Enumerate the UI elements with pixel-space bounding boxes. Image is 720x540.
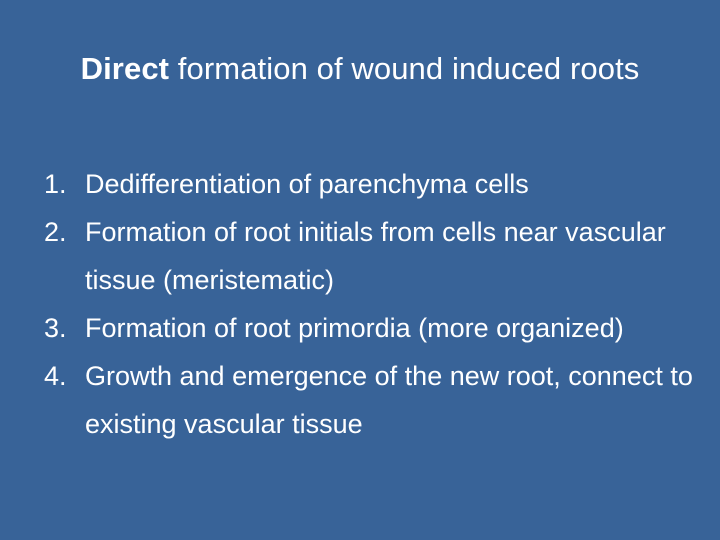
slide-title: Direct formation of wound induced roots [0, 48, 720, 90]
list-item: 1. Dedifferentiation of parenchyma cells [44, 160, 694, 208]
title-rest: formation of wound induced roots [169, 51, 640, 86]
title-bold-word: Direct [80, 51, 170, 86]
step-number: 1. [44, 169, 67, 199]
step-number: 3. [44, 313, 67, 343]
list-item: 3. Formation of root primordia (more org… [44, 304, 694, 352]
step-text: Growth and emergence of the new root, co… [85, 361, 693, 439]
step-number: 4. [44, 361, 67, 391]
step-number: 2. [44, 217, 67, 247]
list-item: 2. Formation of root initials from cells… [44, 208, 694, 304]
list-item: 4. Growth and emergence of the new root,… [44, 352, 694, 448]
step-text: Formation of root initials from cells ne… [85, 217, 666, 295]
step-text: Formation of root primordia (more organi… [85, 313, 624, 343]
step-text: Dedifferentiation of parenchyma cells [85, 169, 529, 199]
steps-list: 1. Dedifferentiation of parenchyma cells… [44, 160, 694, 448]
